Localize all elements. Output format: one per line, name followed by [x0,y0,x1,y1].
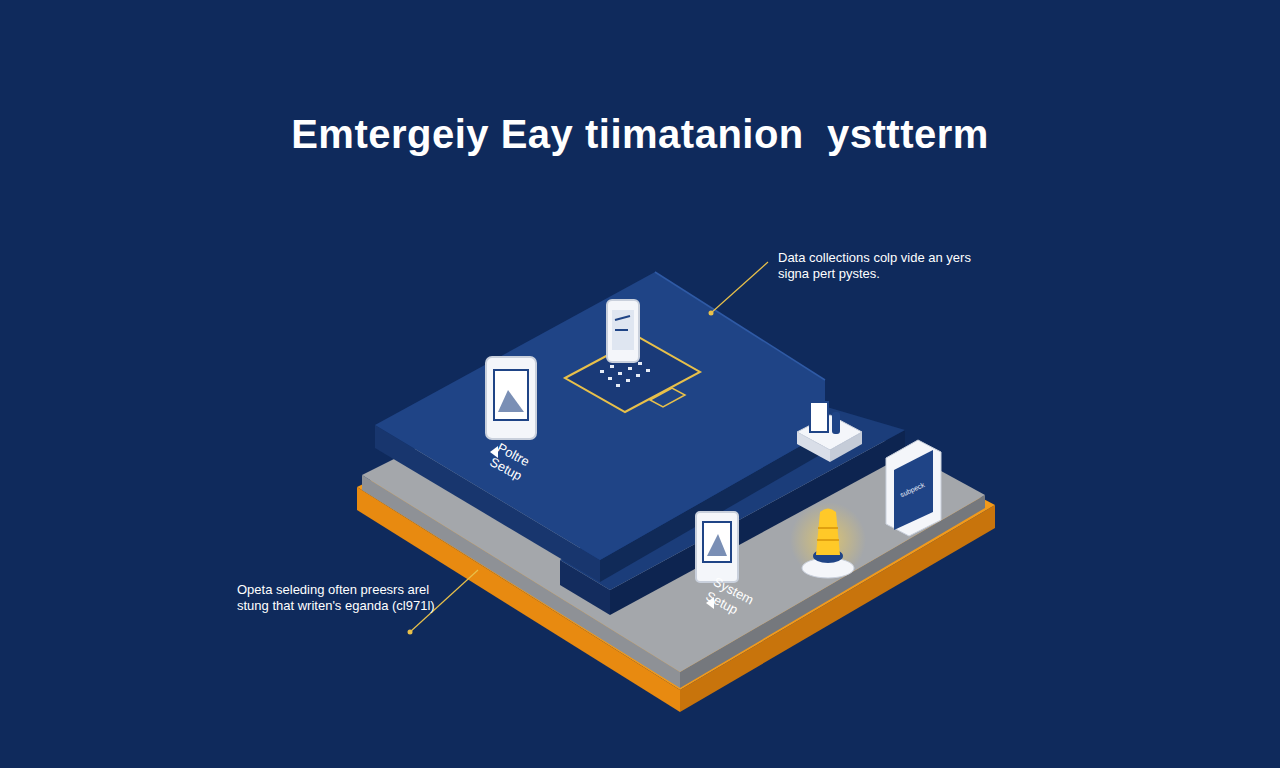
server-box [886,440,941,536]
blue-slab-top [375,272,825,560]
document-icon [696,512,738,582]
callout-note: Opeta seleding often preesrs arel stung … [237,582,447,615]
grey-layer-side [680,495,985,688]
phone-icon [607,300,639,362]
beacon-light [816,509,840,556]
callout-note: Data collections colp vide an yers signa… [778,250,978,283]
tablet-icon [486,357,536,439]
orange-slab-side [680,505,995,712]
leader-line [711,262,768,313]
diagram-title: Emtergeiy Eay tiimatanion ysttterm [0,112,1280,157]
